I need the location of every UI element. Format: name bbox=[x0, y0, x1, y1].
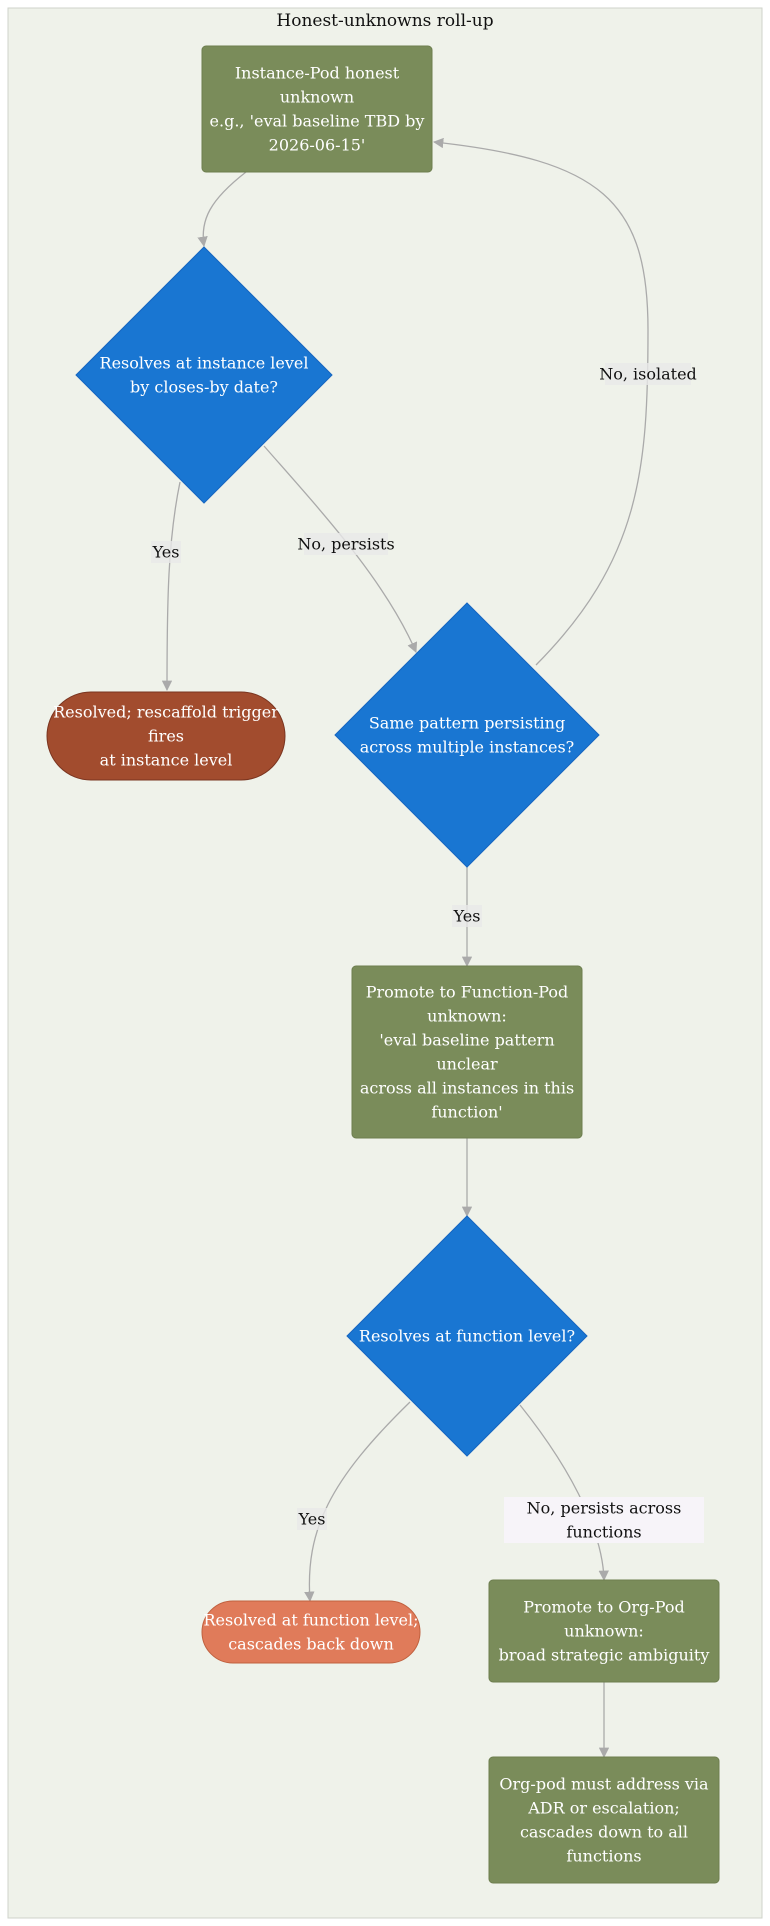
node-text-line: cascades back down bbox=[228, 1635, 394, 1654]
diagram-title: Honest-unknowns roll-up bbox=[276, 11, 493, 31]
node-resolved-function: Resolved at function level; cascades back… bbox=[201, 1600, 421, 1664]
decision-diamond-shape bbox=[334, 602, 600, 868]
decision-diamond-shape bbox=[75, 246, 333, 504]
edge-label-background bbox=[151, 541, 181, 563]
process-box-shape bbox=[201, 45, 433, 173]
node-text-line: unknown: bbox=[427, 1007, 507, 1026]
node-text-line: functions bbox=[566, 1847, 641, 1866]
node-text-line: broad strategic ambiguity bbox=[499, 1646, 710, 1665]
node-text-line: across multiple instances? bbox=[360, 738, 574, 757]
edge-label-line: functions bbox=[566, 1523, 641, 1542]
edge-label-line: Yes bbox=[152, 543, 180, 562]
process-box-shape bbox=[488, 1579, 720, 1683]
node-text-line: Promote to Function-Pod bbox=[366, 983, 569, 1002]
node-text-line: 2026-06-15' bbox=[269, 136, 366, 155]
process-box-shape bbox=[488, 1756, 720, 1884]
node-text-line: Promote to Org-Pod bbox=[523, 1598, 684, 1617]
node-resolved-instance: Resolved; rescaffold trigger fires at inst… bbox=[46, 691, 286, 781]
node-text-line: at instance level bbox=[100, 751, 233, 770]
node-text-line: Instance-Pod honest bbox=[235, 64, 400, 83]
node-text-line: Resolves at function level? bbox=[359, 1327, 575, 1346]
node-same-pattern: Same pattern persisting across multiple i… bbox=[334, 602, 600, 868]
edge-same-pattern-to-instance-pod-unknown bbox=[432, 137, 649, 666]
edge-label-background bbox=[504, 1497, 704, 1543]
edge-label-background bbox=[297, 1508, 327, 1530]
edge-label-resolves-function-to-promote-org: No, persists across functions bbox=[504, 1497, 704, 1543]
node-text-line: Org-pod must address via bbox=[499, 1775, 709, 1794]
node-text-line: by closes-by date? bbox=[130, 378, 278, 397]
edge-label-line: No, persists across bbox=[527, 1499, 682, 1518]
edge-label-background bbox=[452, 905, 482, 927]
node-text-line: 'eval baseline pattern bbox=[379, 1031, 554, 1050]
edge-label-same-pattern-to-promote-function: Yes bbox=[452, 905, 482, 927]
node-instance-pod-unknown: Instance-Pod honest unknown e.g., 'eval ba… bbox=[201, 45, 433, 173]
edge-resolves-instance-to-resolved-instance bbox=[161, 481, 181, 692]
edge-label-resolves-function-to-resolved-function: Yes bbox=[297, 1508, 327, 1530]
node-resolves-instance: Resolves at instance level by closes-by d… bbox=[75, 246, 333, 504]
node-promote-function: Promote to Function-Pod unknown: 'eval bas… bbox=[351, 965, 583, 1139]
edge-label-background bbox=[304, 533, 388, 555]
node-text-line: unknown: bbox=[564, 1622, 644, 1641]
edge-label-line: No, persists bbox=[297, 535, 394, 554]
edge-label-background bbox=[605, 363, 691, 385]
edge-label-line: Yes bbox=[453, 907, 481, 926]
node-text-line: unclear bbox=[436, 1055, 498, 1074]
node-text-line: Resolved; rescaffold trigger bbox=[53, 703, 279, 722]
node-text-line: across all instances in this bbox=[360, 1079, 574, 1098]
terminal-stadium-shape bbox=[46, 691, 286, 781]
edge-resolves-function-to-resolved-function bbox=[304, 1401, 411, 1603]
edge-label-resolves-instance-to-resolved-instance: Yes bbox=[151, 541, 181, 563]
node-text-line: e.g., 'eval baseline TBD by bbox=[210, 112, 425, 131]
terminal-stadium-shape bbox=[201, 1600, 421, 1664]
edge-instance-pod-unknown-to-resolves-instance bbox=[197, 171, 247, 248]
node-text-line: fires bbox=[148, 727, 184, 746]
edge-label-resolves-instance-to-same-pattern: No, persists bbox=[297, 533, 395, 555]
edge-label-line: No, isolated bbox=[599, 365, 697, 384]
node-resolves-function: Resolves at function level? bbox=[346, 1215, 588, 1457]
node-text-line: Same pattern persisting bbox=[369, 714, 565, 733]
process-box-shape bbox=[351, 965, 583, 1139]
node-text-line: Resolved at function level; bbox=[203, 1611, 418, 1630]
edge-label-line: Yes bbox=[298, 1510, 326, 1529]
node-text-line: function' bbox=[431, 1103, 502, 1122]
node-promote-org: Promote to Org-Pod unknown: broad strategi… bbox=[488, 1579, 720, 1683]
edge-label-same-pattern-to-instance-pod-unknown: No, isolated bbox=[599, 363, 697, 385]
node-text-line: ADR or escalation; bbox=[527, 1799, 680, 1818]
node-text-line: Resolves at instance level bbox=[100, 354, 309, 373]
node-text-line: cascades down to all bbox=[520, 1823, 688, 1842]
decision-diamond-shape bbox=[346, 1215, 588, 1457]
node-text-line: unknown bbox=[280, 88, 354, 107]
